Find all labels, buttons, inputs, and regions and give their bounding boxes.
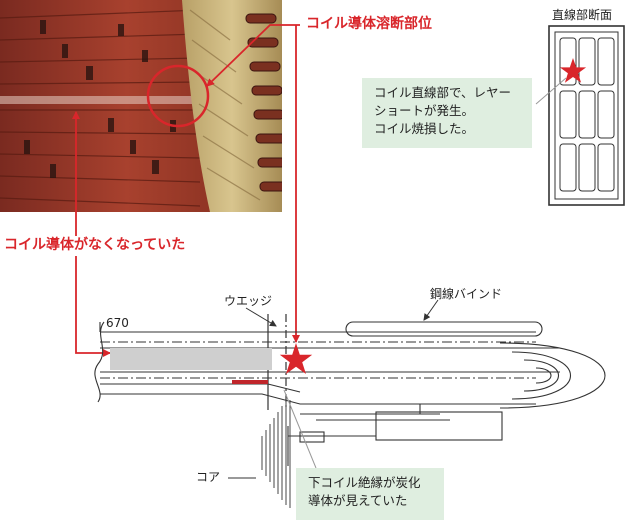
cross-section-diagram bbox=[548, 25, 625, 206]
conductor-missing-label: コイル導体がなくなっていた bbox=[4, 237, 186, 253]
insulation-note-line: 下コイル絶縁が炭化 bbox=[308, 475, 421, 490]
core-laminations bbox=[261, 400, 291, 508]
coil-fault-star bbox=[279, 343, 313, 374]
photo-conductor-stripes bbox=[0, 9, 201, 207]
coil-photo bbox=[0, 0, 282, 212]
black-leaders bbox=[228, 299, 439, 479]
insulation-note-line: 導体が見えていた bbox=[308, 493, 408, 509]
insulation-note: 下コイル絶縁が炭化 導体が見えていた bbox=[296, 468, 444, 520]
conductor-missing-leader bbox=[72, 111, 111, 357]
melt-point-label: コイル導体溶断部位 bbox=[306, 16, 432, 32]
core-label: コア bbox=[196, 470, 221, 484]
carbonized-insulation-mark bbox=[232, 380, 268, 384]
photo-end-hatching bbox=[189, 9, 261, 201]
coil-side-drawing bbox=[94, 314, 606, 466]
cross-section-fault-star bbox=[559, 58, 587, 83]
photo-highlight-band bbox=[0, 96, 200, 104]
photo-coil-lugs bbox=[245, 13, 282, 192]
cross-section-note-leader bbox=[535, 77, 567, 105]
melt-point-leader bbox=[206, 24, 300, 343]
short-circuit-note: コイル直線部で、レヤー ショートが発生。 コイル焼損した。 bbox=[362, 78, 532, 148]
steel-wire-bind-label: 鋼線バインド bbox=[430, 287, 503, 301]
fault-location-circle bbox=[146, 64, 210, 128]
wedge-label: ウエッジ bbox=[224, 294, 273, 308]
cross-section-title: 直線部断面 bbox=[552, 8, 613, 22]
short-circuit-note-line: コイル直線部で、レヤー bbox=[374, 85, 512, 100]
insulation-note-leader bbox=[283, 389, 317, 469]
short-circuit-note-line: コイル焼損した。 bbox=[374, 121, 475, 137]
dimension-label: 670 bbox=[106, 316, 129, 330]
short-circuit-note-line: ショートが発生。 bbox=[374, 103, 475, 119]
missing-conductor-area bbox=[110, 348, 272, 370]
photo-end-winding bbox=[182, 0, 282, 212]
